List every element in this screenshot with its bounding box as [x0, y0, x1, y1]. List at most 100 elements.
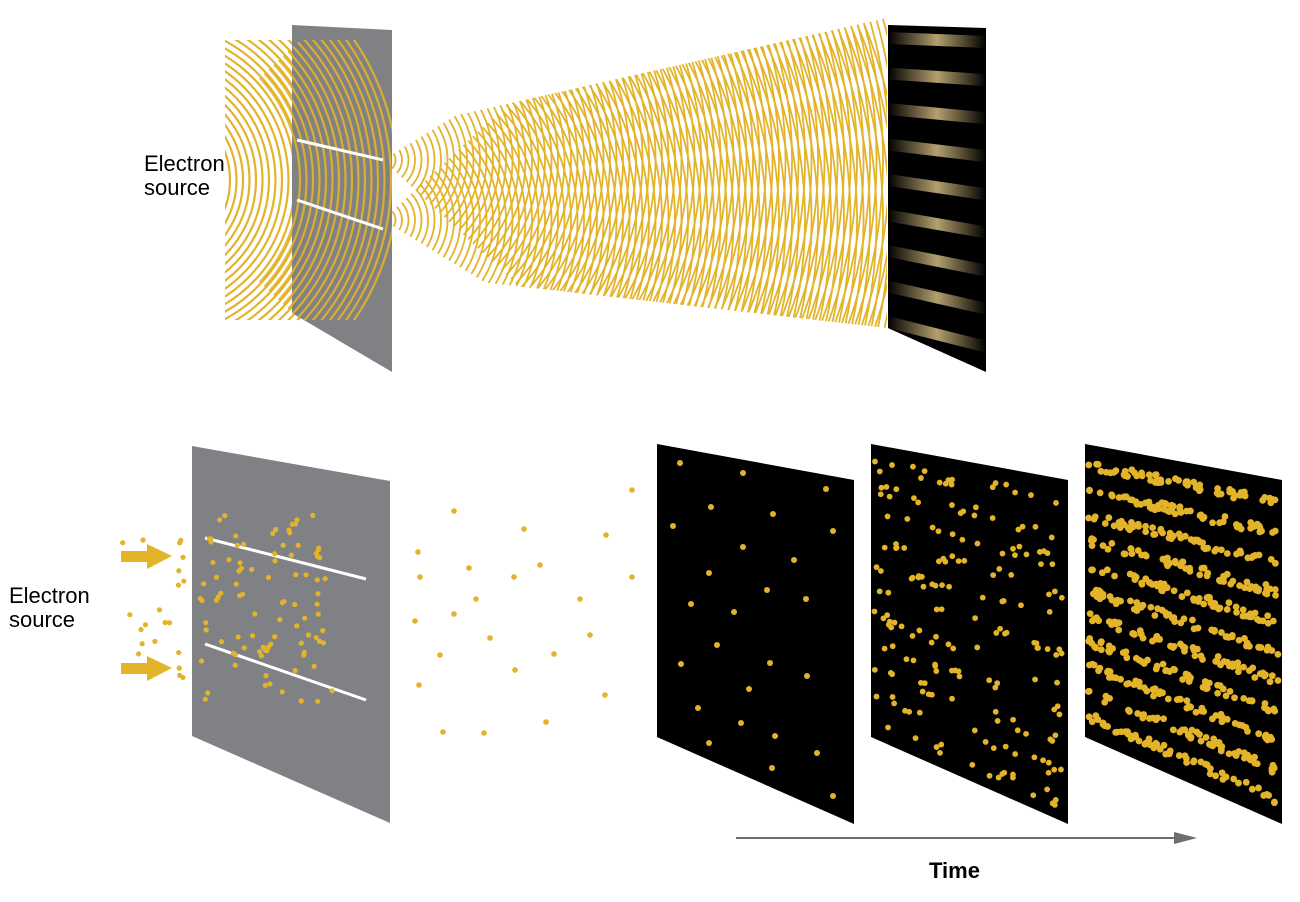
electron-hit	[1045, 769, 1052, 776]
electron-hit	[1244, 753, 1252, 761]
electron-hit	[1164, 695, 1172, 703]
electron-hit	[876, 468, 883, 475]
electron-hit	[992, 684, 999, 691]
wavefront-arc	[705, 18, 826, 328]
electron-hit	[1052, 732, 1059, 739]
electron-hit	[1197, 511, 1205, 519]
electron-hit	[1232, 603, 1240, 611]
wavefront-arc	[719, 18, 845, 328]
electron-dot	[201, 581, 207, 587]
electron-hit	[1128, 466, 1136, 474]
wavefront-arc	[443, 162, 468, 265]
electron-hit	[1097, 638, 1105, 646]
electron-dot	[140, 537, 146, 543]
electron-dot	[265, 574, 272, 581]
screen-early	[657, 444, 854, 824]
electron-dot	[473, 596, 479, 602]
electron-hit	[1054, 679, 1060, 686]
electron-hit	[1175, 530, 1183, 538]
electron-hit	[994, 718, 1001, 724]
electron-hit	[873, 564, 880, 571]
electron-hit	[1195, 537, 1203, 545]
electron-hit	[1195, 487, 1203, 495]
wavefront-arc	[510, 100, 559, 312]
electron-hit	[1103, 566, 1111, 574]
electron-dot	[602, 692, 608, 698]
wavefront-arc	[538, 73, 598, 328]
time-arrow	[736, 832, 1197, 844]
wavefront-arc	[752, 18, 887, 328]
fringe-band	[888, 67, 986, 87]
wavefront-arc	[225, 92, 245, 268]
electron-hit	[1190, 595, 1197, 603]
electron-hit	[670, 523, 676, 529]
wavefront-arc	[225, 80, 258, 280]
electron-hit	[876, 588, 883, 595]
wavefront-arc	[268, 68, 315, 292]
electron-hit	[1141, 740, 1149, 748]
electron-dot	[226, 557, 232, 563]
electron-dot	[292, 667, 298, 674]
electron-hit	[688, 601, 694, 607]
electron-dot	[203, 627, 209, 633]
electron-hit	[830, 528, 836, 534]
electron-hit	[1259, 617, 1267, 625]
electron-hit	[1092, 586, 1100, 594]
electron-hit	[1098, 569, 1106, 577]
electron-dot	[415, 549, 421, 555]
electron-hit	[1268, 647, 1276, 654]
electron-hit	[1197, 652, 1205, 660]
bottom-source-label-line1: Electron	[9, 583, 90, 608]
screen-late	[1085, 444, 1282, 824]
electron-hit	[996, 566, 1003, 572]
electron-dot	[511, 574, 517, 580]
electron-dot	[629, 487, 635, 493]
electron-hit	[1154, 605, 1162, 613]
electron-dot	[481, 730, 487, 736]
electron-hit	[1145, 735, 1153, 743]
electron-hit	[1105, 618, 1113, 626]
electron-hit	[1137, 500, 1145, 508]
electron-dot	[451, 508, 457, 514]
electron-hit	[1214, 485, 1222, 492]
electron-dot	[176, 568, 182, 574]
electron-dot	[537, 562, 543, 568]
electron-dot	[294, 623, 300, 629]
electron-dot	[199, 597, 205, 604]
wavefront-arc	[225, 68, 271, 292]
electron-hit	[1112, 467, 1120, 475]
electron-dot	[603, 532, 609, 538]
electron-hit	[1248, 697, 1256, 705]
electron-hit	[1058, 594, 1065, 601]
wavefront-arc	[410, 193, 423, 241]
electron-hit	[1127, 496, 1134, 504]
electron-hit	[1218, 629, 1225, 636]
electron-dot	[316, 638, 323, 644]
electron-hit	[1169, 726, 1177, 734]
diffracted-wavefronts	[392, 18, 887, 328]
top-source-label: Electron source	[144, 152, 225, 200]
electron-hit	[1150, 531, 1158, 538]
electron-hit	[1212, 772, 1219, 780]
electron-hit	[1045, 759, 1052, 766]
electron-hit	[1268, 496, 1276, 503]
electron-hit	[990, 572, 997, 579]
electron-hit	[1248, 554, 1256, 561]
electron-hit	[1123, 654, 1131, 662]
electron-hit	[1183, 589, 1191, 597]
interference-fringes	[888, 32, 986, 353]
electron-hit	[915, 499, 922, 506]
electron-hit	[1138, 469, 1145, 477]
electron-hit	[945, 641, 952, 648]
wavefront-arc	[710, 18, 832, 328]
electron-hit	[770, 511, 776, 517]
incident-wavefronts-on-barrier	[258, 40, 392, 320]
electron-dot	[267, 681, 273, 687]
electron-hit	[1046, 591, 1052, 598]
electron-hit	[920, 583, 927, 590]
electron-hit	[1088, 542, 1096, 549]
wavefront-arc	[439, 166, 462, 261]
electron-arrow-lower	[121, 656, 172, 681]
wavefront-arc	[714, 18, 839, 328]
electron-hit	[1216, 577, 1224, 585]
